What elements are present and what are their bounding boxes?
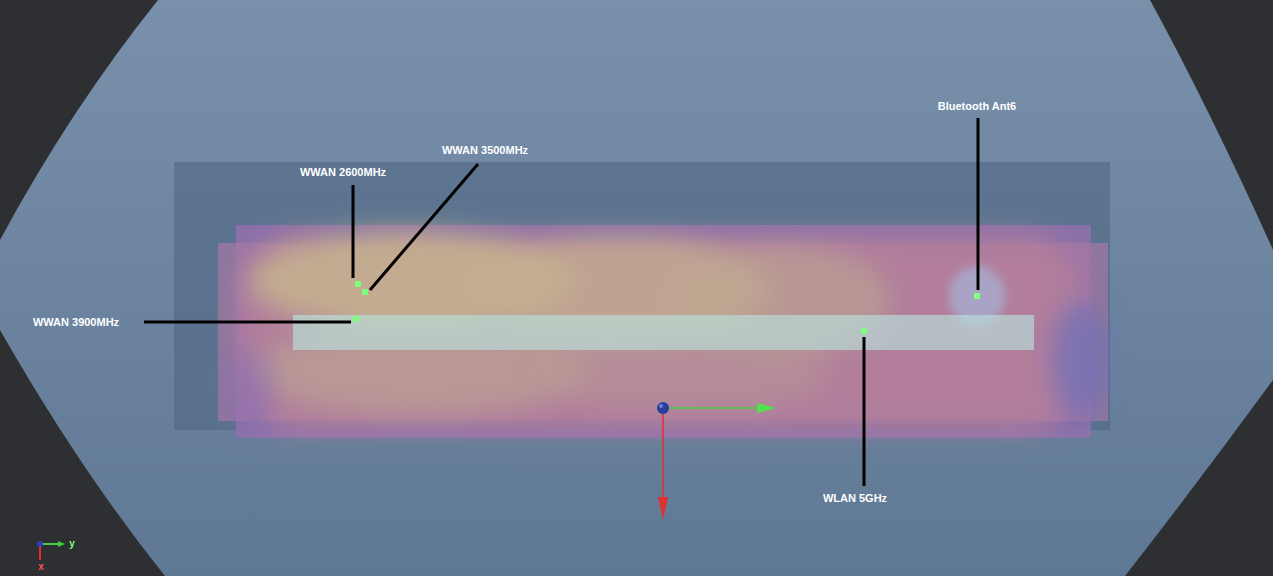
axis-label: y — [69, 538, 75, 549]
antenna-label: WLAN 5GHz — [823, 492, 887, 504]
origin-axes — [657, 402, 776, 520]
antenna-label: WWAN 3900MHz — [33, 316, 119, 328]
axis-triad — [37, 541, 65, 560]
leader-line — [144, 118, 978, 486]
antenna-label: WWAN 3500MHz — [442, 144, 528, 156]
antenna-label: WWAN 2600MHz — [300, 166, 386, 178]
antenna-label: Bluetooth Ant6 — [938, 100, 1016, 112]
antenna-marker — [353, 281, 980, 334]
device-box — [174, 162, 1110, 430]
antenna-strip — [293, 315, 1034, 350]
axis-label: x — [38, 561, 44, 572]
